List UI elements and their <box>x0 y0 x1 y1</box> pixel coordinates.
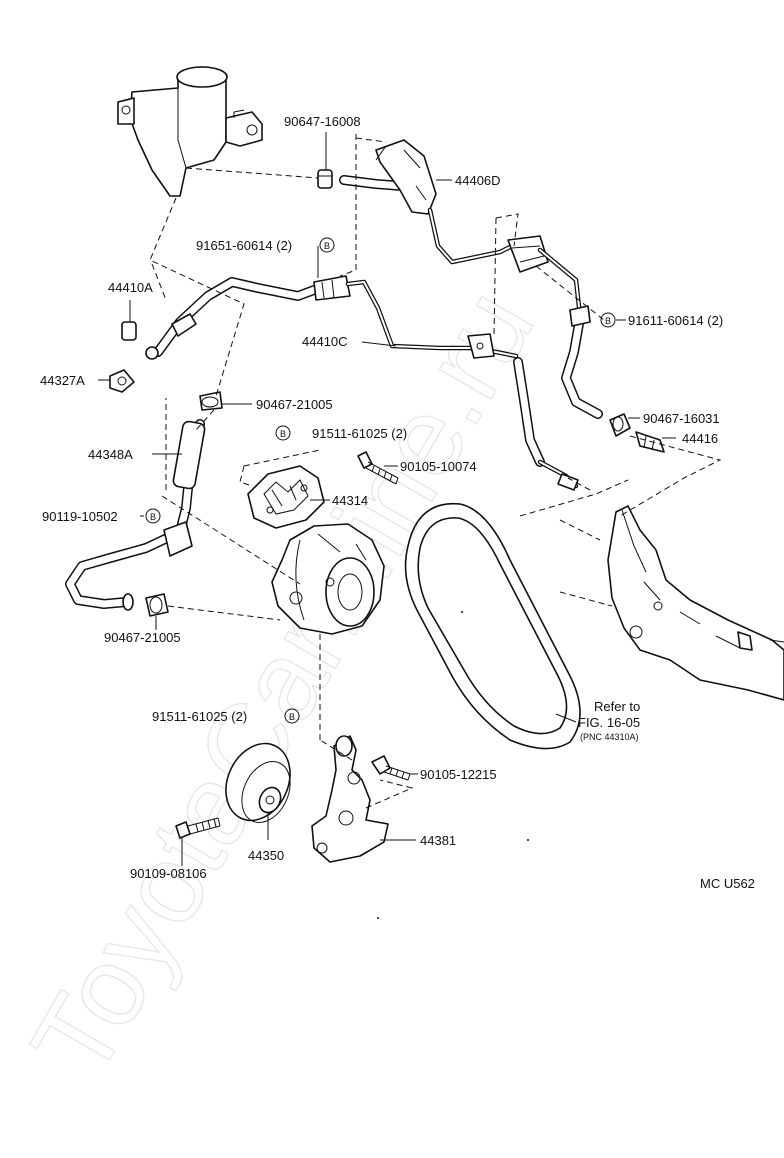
pressure-pipe-44410c <box>345 279 579 491</box>
label-90467-21005-bottom: 90467-21005 <box>104 630 181 645</box>
label-90105-10074: 90105-10074 <box>400 459 477 474</box>
bolt-90105-12215 <box>371 755 411 781</box>
assembly-dashed-lines <box>149 134 722 809</box>
label-91651-60614: 91651-60614 (2) <box>196 238 292 253</box>
part-labels: 90647-16008 44406D 91651-60614 (2) 44410… <box>40 114 723 881</box>
bolt-mark-91651: B <box>319 237 335 253</box>
svg-text:B: B <box>280 429 286 439</box>
svg-text:B: B <box>150 512 156 522</box>
bolt-mark-90119: B <box>145 508 161 524</box>
fitting-44410a <box>121 321 137 341</box>
clamp-90467-21005-top <box>199 391 223 411</box>
bracket-44381 <box>311 735 389 863</box>
label-44406d: 44406D <box>455 173 501 188</box>
clamp-90467-16031 <box>609 413 631 437</box>
label-44348a: 44348A <box>88 447 133 462</box>
clamp-90647-16008 <box>317 169 333 189</box>
label-91511-61025-bottom: 91511-61025 (2) <box>152 709 247 724</box>
bolt-mark-91511-top: B <box>275 425 291 441</box>
refer-line-3: (PNC 44310A) <box>580 732 639 742</box>
label-44381: 44381 <box>420 833 456 848</box>
refer-note: Refer to FIG. 16-05 (PNC 44310A) <box>578 699 640 742</box>
bolt-mark-91511-bottom: B <box>284 708 300 724</box>
label-44416: 44416 <box>682 431 718 446</box>
label-91511-61025-top: 91511-61025 (2) <box>312 426 407 441</box>
label-44410a: 44410A <box>108 280 153 295</box>
svg-text:B: B <box>605 316 611 326</box>
label-90467-21005-top: 90467-21005 <box>256 397 333 412</box>
return-hose-44406d <box>339 139 523 265</box>
pump-cover-44314 <box>247 465 325 529</box>
right-return-line <box>507 235 603 419</box>
leader-lines <box>98 132 676 866</box>
label-90119-10502: 90119-10502 <box>42 509 118 524</box>
drive-belt <box>404 502 581 750</box>
label-44314: 44314 <box>332 493 368 508</box>
bolt-90105-10074 <box>357 451 399 485</box>
label-90647-16008: 90647-16008 <box>284 114 361 129</box>
idler-pulley-44350 <box>225 742 291 823</box>
label-90467-16031: 90467-16031 <box>643 411 720 426</box>
refer-line-2: FIG. 16-05 <box>578 715 640 730</box>
diagram-code: MC U562 <box>700 876 755 891</box>
label-44350: 44350 <box>248 848 284 863</box>
refer-line-1: Refer to <box>594 699 640 714</box>
label-90105-12215: 90105-12215 <box>420 767 497 782</box>
clamp-90467-21005-bottom <box>145 593 169 617</box>
watermark-text: ToyotaCarMine.ru <box>8 269 558 1097</box>
label-44410c: 44410C <box>302 334 348 349</box>
clamp-44327a <box>109 369 135 393</box>
svg-text:B: B <box>289 712 295 722</box>
suction-hose-44410a <box>121 275 351 360</box>
union-44416 <box>635 431 665 453</box>
bolt-mark-91611: B <box>600 312 626 328</box>
label-90109-08106: 90109-08106 <box>130 866 207 881</box>
label-91611-60614: 91611-60614 (2) <box>628 313 723 328</box>
bolt-90109-08106 <box>175 817 221 839</box>
return-hose-44348a <box>65 419 206 611</box>
label-44327a: 44327A <box>40 373 85 388</box>
svg-text:B: B <box>324 241 330 251</box>
scan-specks <box>377 611 529 919</box>
reservoir-tank <box>117 66 263 197</box>
steering-gear-box <box>607 505 784 701</box>
vane-pump-body <box>271 523 385 635</box>
